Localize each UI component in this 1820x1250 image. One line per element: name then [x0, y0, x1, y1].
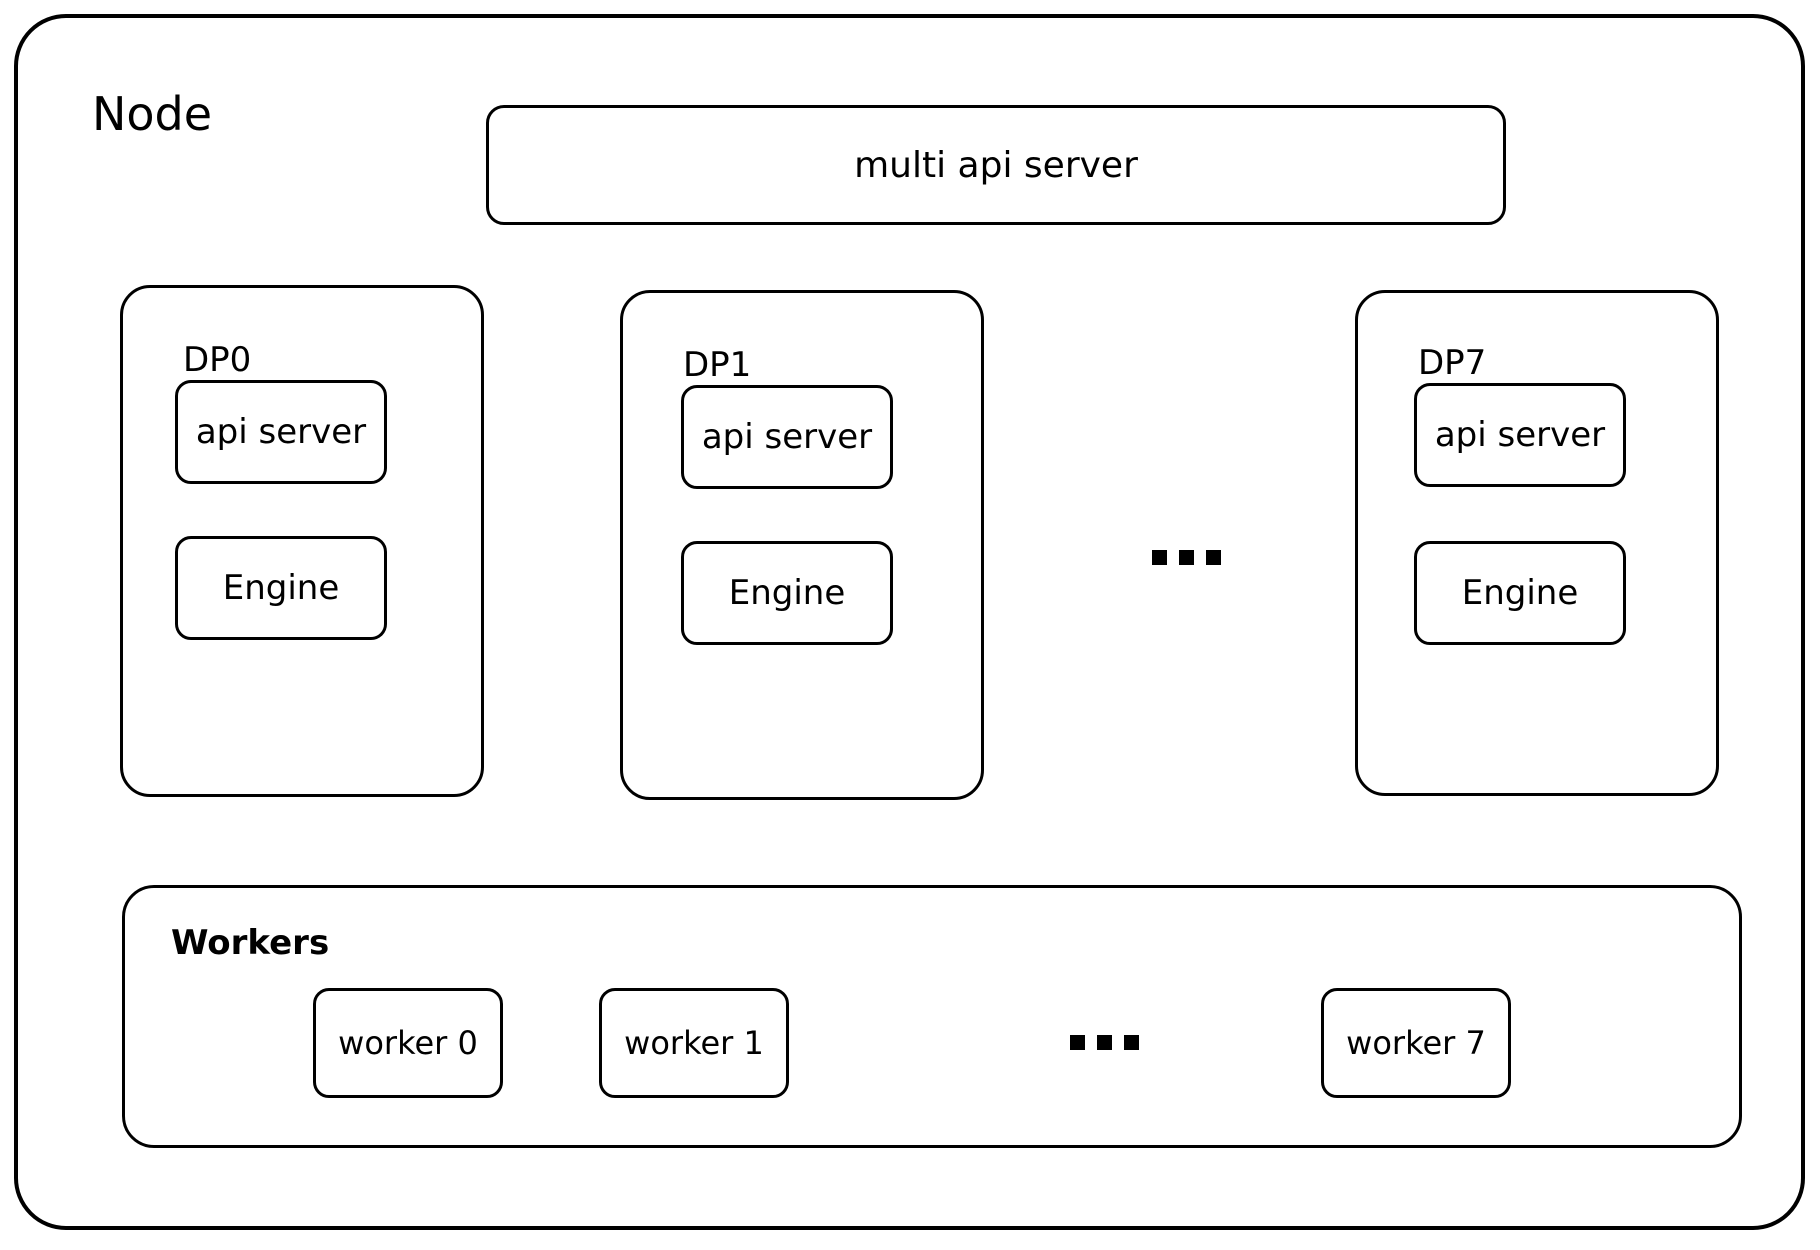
worker-ellipsis-icon: [1070, 1035, 1139, 1050]
engine-label-dp1: Engine: [728, 573, 846, 613]
dp-group-label-dp1: DP1: [683, 345, 752, 385]
api-server-box-dp1[interactable]: api server: [681, 385, 893, 489]
ellipsis-dot: [1097, 1035, 1112, 1050]
multi-api-server-label: multi api server: [854, 144, 1138, 186]
engine-box-dp0[interactable]: Engine: [175, 536, 387, 640]
engine-label-dp0: Engine: [222, 568, 340, 608]
engine-box-dp1[interactable]: Engine: [681, 541, 893, 645]
ellipsis-dot: [1206, 550, 1221, 565]
multi-api-server-box[interactable]: multi api server: [486, 105, 1506, 225]
worker-box-0[interactable]: worker 0: [313, 988, 503, 1098]
worker-box-1[interactable]: worker 1: [599, 988, 789, 1098]
worker-label-7: worker 7: [1346, 1024, 1486, 1062]
ellipsis-dot: [1124, 1035, 1139, 1050]
workers-container: Workers worker 0 worker 1 worker 7: [122, 885, 1742, 1148]
ellipsis-dot: [1152, 550, 1167, 565]
api-server-label-dp0: api server: [195, 412, 367, 452]
dp-group-label-dp7: DP7: [1418, 343, 1487, 383]
workers-label: Workers: [171, 923, 330, 963]
engine-box-dp7[interactable]: Engine: [1414, 541, 1626, 645]
worker-label-0: worker 0: [338, 1024, 478, 1062]
node-label: Node: [92, 87, 213, 141]
api-server-label-dp7: api server: [1434, 415, 1606, 455]
engine-label-dp7: Engine: [1461, 573, 1579, 613]
worker-box-7[interactable]: worker 7: [1321, 988, 1511, 1098]
dp-group-dp1[interactable]: DP1 api server Engine: [620, 290, 984, 800]
ellipsis-dot: [1070, 1035, 1085, 1050]
worker-label-1: worker 1: [624, 1024, 764, 1062]
api-server-box-dp7[interactable]: api server: [1414, 383, 1626, 487]
ellipsis-dot: [1179, 550, 1194, 565]
api-server-label-dp1: api server: [701, 417, 873, 457]
dp-ellipsis-icon: [1152, 550, 1221, 565]
api-server-box-dp0[interactable]: api server: [175, 380, 387, 484]
dp-group-label-dp0: DP0: [183, 340, 252, 380]
dp-group-dp0[interactable]: DP0 api server Engine: [120, 285, 484, 797]
dp-group-dp7[interactable]: DP7 api server Engine: [1355, 290, 1719, 796]
